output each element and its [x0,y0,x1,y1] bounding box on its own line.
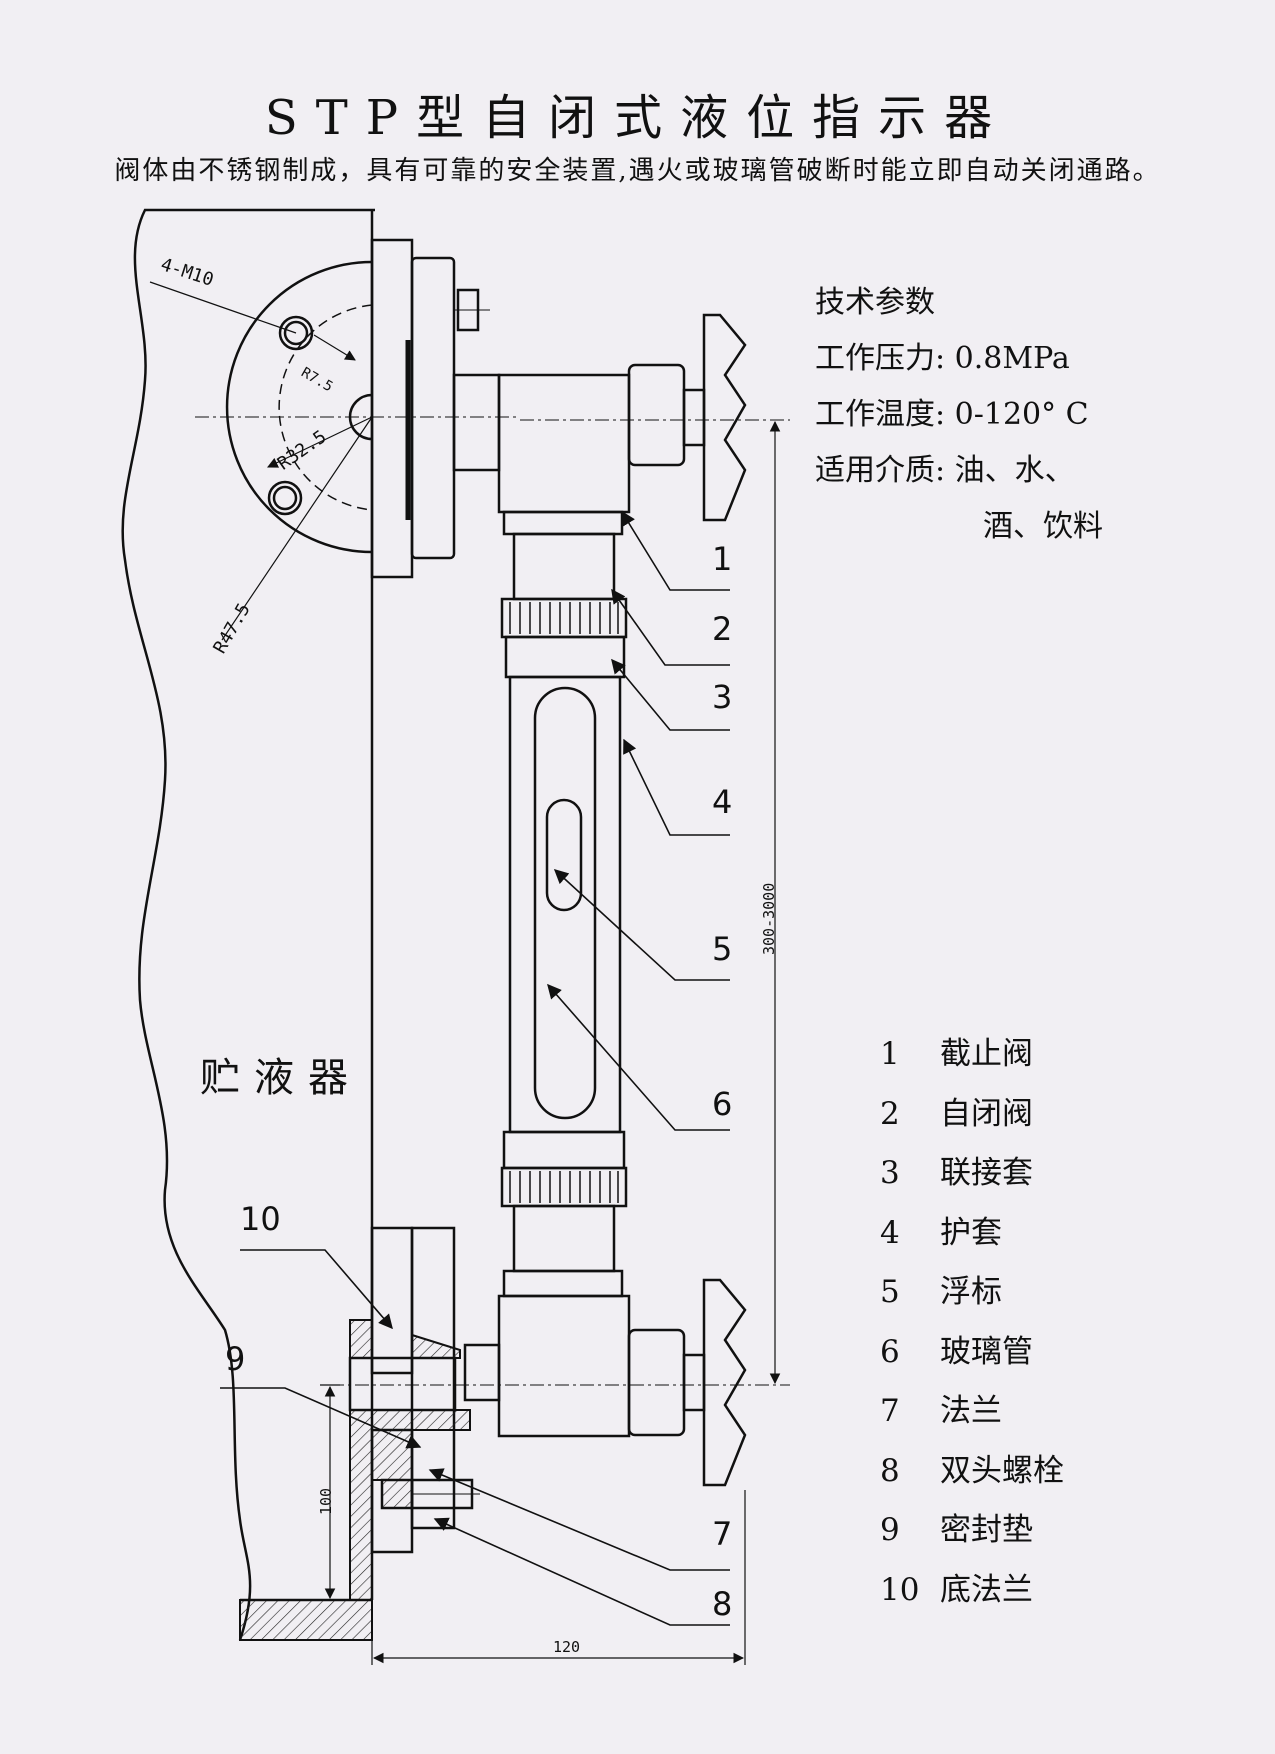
page-title: STP型自闭式液位指示器 [264,90,1011,146]
height-range-dimension: 300-3000 [760,882,778,955]
specs-heading: 技术参数 [815,285,935,320]
technical-specs: 技术参数 工作压力: 0.8MPa 工作温度: 0-120° C 适用介质: 油… [815,275,1103,555]
callout-6: 6 [712,1085,733,1123]
dimension-120: 120 [553,1638,581,1656]
callout-4: 4 [712,783,733,821]
callout-9: 9 [225,1340,246,1378]
page-subtitle: 阀体由不锈钢制成，具有可靠的安全装置,遇火或玻璃管破断时能立即自动关闭通路。 [114,156,1161,186]
callout-5: 5 [712,930,733,968]
callout-1: 1 [712,540,733,578]
spec-temperature: 工作温度: 0-120° C [815,397,1089,432]
spec-media-continued: 酒、饮料 [983,509,1103,544]
callout-2: 2 [712,610,733,648]
callout-7: 7 [712,1515,733,1553]
dimension-100: 100 [317,1487,335,1515]
spec-media: 适用介质: 油、水、 [815,453,1075,488]
reservoir-label: 贮液器 [200,1055,362,1101]
callout-3: 3 [712,678,733,716]
flange-outline [225,260,373,554]
callout-8: 8 [712,1585,733,1623]
spec-pressure: 工作压力: 0.8MPa [815,341,1070,376]
reservoir-outline [121,208,375,1641]
callout-10: 10 [240,1200,281,1238]
